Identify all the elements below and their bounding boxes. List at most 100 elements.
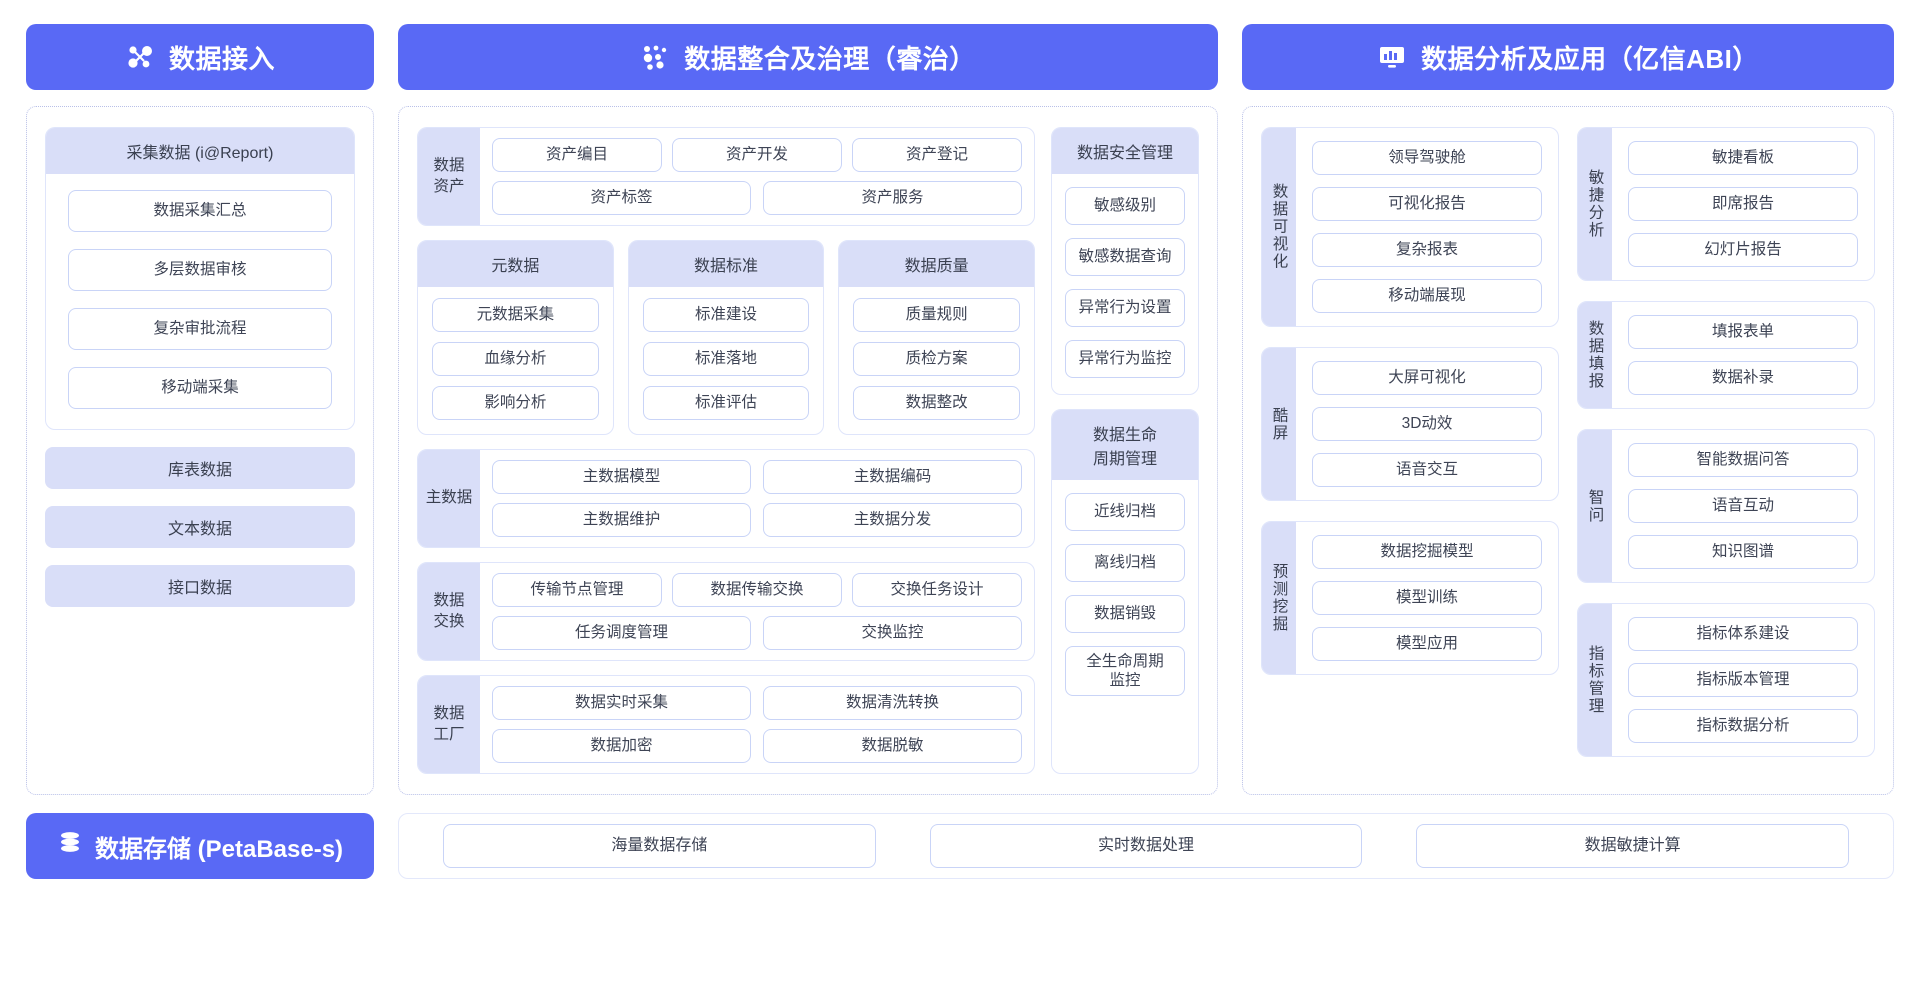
group-agile-analysis: 敏捷分析 敏捷看板 即席报告 幻灯片报告 — [1577, 127, 1875, 281]
list-item[interactable]: 任务调度管理 — [492, 616, 751, 650]
list-item[interactable]: 血缘分析 — [432, 342, 599, 376]
list-item[interactable]: 即席报告 — [1628, 187, 1858, 221]
list-item[interactable]: 数据加密 — [492, 729, 751, 763]
list-item[interactable]: 质检方案 — [853, 342, 1021, 376]
list-item[interactable]: 数据补录 — [1628, 361, 1858, 395]
card-items: 数据采集汇总 多层数据审核 复杂审批流程 移动端采集 — [46, 174, 354, 429]
access-body: 采集数据 (i@Report) 数据采集汇总 多层数据审核 复杂审批流程 移动端… — [26, 106, 374, 795]
analysis-right: 敏捷分析 敏捷看板 即席报告 幻灯片报告 数据填报 填报表单 数据补录 — [1577, 127, 1875, 774]
column-data-access: 数据接入 采集数据 (i@Report) 数据采集汇总 多层数据审核 复杂审批流… — [26, 24, 374, 795]
list-item[interactable]: 资产服务 — [763, 181, 1022, 215]
card-collect-data: 采集数据 (i@Report) 数据采集汇总 多层数据审核 复杂审批流程 移动端… — [45, 127, 355, 430]
list-item[interactable]: 数据清洗转换 — [763, 686, 1022, 720]
list-item[interactable]: 数据脱敏 — [763, 729, 1022, 763]
list-item[interactable]: 近线归档 — [1065, 493, 1185, 531]
group-data-filling: 数据填报 填报表单 数据补录 — [1577, 301, 1875, 409]
group-label: 数据可视化 — [1262, 128, 1296, 326]
bar-text-data[interactable]: 文本数据 — [45, 506, 355, 548]
list-item[interactable]: 主数据维护 — [492, 503, 751, 537]
group-items: 智能数据问答 语音互动 知识图谱 — [1612, 430, 1874, 582]
row: 主数据模型 主数据编码 — [492, 460, 1022, 494]
list-item[interactable]: 移动端采集 — [68, 367, 332, 409]
list-item[interactable]: 敏感级别 — [1065, 187, 1185, 225]
list-item[interactable]: 指标版本管理 — [1628, 663, 1858, 697]
list-item[interactable]: 指标体系建设 — [1628, 617, 1858, 651]
governance-left: 数据 资产 资产编目 资产开发 资产登记 资产标签 资产服务 — [417, 127, 1036, 774]
analysis-left: 数据可视化 领导驾驶舱 可视化报告 复杂报表 移动端展现 酷屏 大屏可 — [1261, 127, 1559, 774]
list-item[interactable]: 语音交互 — [1312, 453, 1542, 487]
list-item[interactable]: 交换监控 — [763, 616, 1022, 650]
list-item[interactable]: 海量数据存储 — [443, 824, 876, 868]
list-item[interactable]: 敏感数据查询 — [1065, 238, 1185, 276]
banner-title: 数据接入 — [168, 43, 275, 74]
list-item[interactable]: 资产编目 — [492, 138, 662, 172]
list-item[interactable]: 知识图谱 — [1628, 535, 1858, 569]
card-items: 质量规则 质检方案 数据整改 — [839, 287, 1034, 434]
list-item[interactable]: 异常行为监控 — [1065, 340, 1185, 378]
group-data-asset: 数据 资产 资产编目 资产开发 资产登记 资产标签 资产服务 — [417, 127, 1035, 226]
card-data-quality: 数据质量 质量规则 质检方案 数据整改 — [838, 240, 1036, 435]
network-nodes-icon — [125, 42, 155, 72]
banner-title: 数据存储 (PetaBase-s) — [94, 835, 344, 863]
list-item[interactable]: 移动端展现 — [1312, 279, 1542, 313]
governance-columns: 数据 资产 资产编目 资产开发 资产登记 资产标签 资产服务 — [417, 127, 1199, 774]
card-items: 近线归档 离线归档 数据销毁 全生命周期 监控 — [1052, 480, 1198, 712]
bar-table-data[interactable]: 库表数据 — [45, 447, 355, 489]
list-item[interactable]: 影响分析 — [432, 386, 599, 420]
list-item[interactable]: 敏捷看板 — [1628, 141, 1858, 175]
storage-row: 数据存储 (PetaBase-s) 海量数据存储 实时数据处理 数据敏捷计算 — [26, 813, 1894, 879]
list-item[interactable]: 大屏可视化 — [1312, 361, 1542, 395]
list-item[interactable]: 模型应用 — [1312, 627, 1542, 661]
list-item[interactable]: 幻灯片报告 — [1628, 233, 1858, 267]
group-label: 智问 — [1578, 430, 1612, 582]
list-item[interactable]: 离线归档 — [1065, 544, 1185, 582]
list-item[interactable]: 质量规则 — [853, 298, 1021, 332]
list-item[interactable]: 标准建设 — [642, 298, 810, 332]
list-item[interactable]: 指标数据分析 — [1628, 709, 1858, 743]
list-item[interactable]: 数据敏捷计算 — [1416, 824, 1850, 868]
group-master-data: 主数据 主数据模型 主数据编码 主数据维护 主数据分发 — [417, 449, 1035, 548]
list-item[interactable]: 交换任务设计 — [852, 573, 1022, 607]
list-item[interactable]: 智能数据问答 — [1628, 443, 1858, 477]
bar-interface-data[interactable]: 接口数据 — [45, 565, 355, 607]
list-item[interactable]: 复杂审批流程 — [68, 308, 332, 350]
row: 数据加密 数据脱敏 — [492, 729, 1022, 763]
list-item[interactable]: 数据实时采集 — [492, 686, 751, 720]
group-items: 数据实时采集 数据清洗转换 数据加密 数据脱敏 — [480, 676, 1034, 773]
card-metadata: 元数据 元数据采集 血缘分析 影响分析 — [417, 240, 614, 435]
list-item[interactable]: 实时数据处理 — [929, 824, 1363, 868]
list-item[interactable]: 主数据分发 — [763, 503, 1022, 537]
group-items: 主数据模型 主数据编码 主数据维护 主数据分发 — [480, 450, 1034, 547]
list-item[interactable]: 传输节点管理 — [492, 573, 662, 607]
list-item[interactable]: 异常行为设置 — [1065, 289, 1185, 327]
list-item[interactable]: 标准评估 — [642, 386, 810, 420]
list-item[interactable]: 多层数据审核 — [68, 249, 332, 291]
list-item[interactable]: 填报表单 — [1628, 315, 1858, 349]
list-item[interactable]: 元数据采集 — [432, 298, 599, 332]
group-items: 领导驾驶舱 可视化报告 复杂报表 移动端展现 — [1296, 128, 1558, 326]
list-item[interactable]: 数据挖掘模型 — [1312, 535, 1542, 569]
card-data-standard: 数据标准 标准建设 标准落地 标准评估 — [627, 240, 825, 435]
list-item[interactable]: 数据传输交换 — [672, 573, 842, 607]
list-item[interactable]: 资产开发 — [672, 138, 842, 172]
group-items: 填报表单 数据补录 — [1612, 302, 1874, 408]
list-item[interactable]: 标准落地 — [642, 342, 810, 376]
list-item[interactable]: 复杂报表 — [1312, 233, 1542, 267]
list-item[interactable]: 主数据编码 — [763, 460, 1022, 494]
list-item[interactable]: 全生命周期 监控 — [1065, 646, 1185, 696]
card-items: 元数据采集 血缘分析 影响分析 — [418, 287, 613, 434]
list-item[interactable]: 可视化报告 — [1312, 187, 1542, 221]
card-data-lifecycle: 数据生命 周期管理 近线归档 离线归档 数据销毁 全生命周期 监控 — [1051, 409, 1199, 774]
list-item[interactable]: 数据采集汇总 — [68, 190, 332, 232]
list-item[interactable]: 模型训练 — [1312, 581, 1542, 615]
card-title: 采集数据 (i@Report) — [46, 128, 354, 174]
list-item[interactable]: 资产标签 — [492, 181, 751, 215]
list-item[interactable]: 资产登记 — [852, 138, 1022, 172]
list-item[interactable]: 3D动效 — [1312, 407, 1542, 441]
list-item[interactable]: 语音互动 — [1628, 489, 1858, 523]
list-item[interactable]: 数据整改 — [853, 386, 1021, 420]
group-items: 数据挖掘模型 模型训练 模型应用 — [1296, 522, 1558, 674]
list-item[interactable]: 主数据模型 — [492, 460, 751, 494]
list-item[interactable]: 数据销毁 — [1065, 595, 1185, 633]
list-item[interactable]: 领导驾驶舱 — [1312, 141, 1542, 175]
